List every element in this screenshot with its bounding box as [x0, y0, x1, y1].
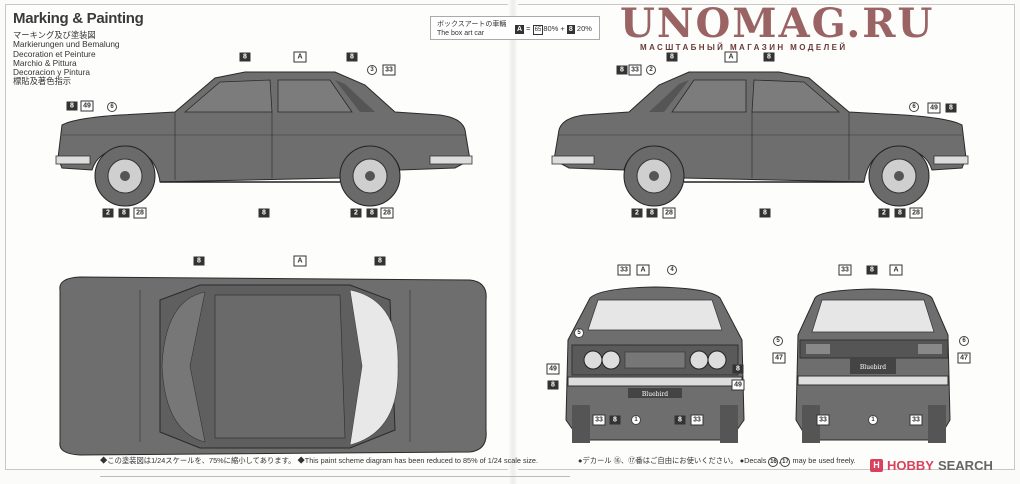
callout-side-left: 8 — [346, 52, 358, 62]
callout-front: 33 — [617, 264, 631, 276]
callout-side-right: 2 — [631, 208, 643, 218]
callout-side-right: A — [724, 51, 738, 63]
decal-note-pre: ●デカール ⑯、⑰番はご自由にお使いください。 ●Decals — [578, 456, 769, 465]
callout-rear: 47 — [772, 352, 786, 364]
callout-side-left: 8 — [118, 208, 130, 218]
callout-rear: 1 — [868, 415, 878, 425]
callout-side-right: 8 — [646, 208, 658, 218]
callout-side-left: 28 — [133, 207, 147, 219]
callout-side-right: 8 — [666, 52, 678, 62]
watermark-subtitle: МАСШТАБНЫЙ МАГАЗИН МОДЕЛЕЙ — [640, 43, 848, 52]
callout-side-left: 33 — [382, 64, 396, 76]
decal-17-marker: 17 — [780, 457, 791, 467]
subtitle-list: マーキング及び塗装図 Markierungen und Bemalung Dec… — [13, 30, 120, 87]
color-65-chip: 65 — [532, 25, 544, 35]
callout-side-right: 49 — [927, 102, 941, 114]
top-view — [59, 276, 487, 456]
callout-rear: 47 — [957, 352, 971, 364]
callout-front: 49 — [546, 363, 560, 375]
callout-front: 49 — [731, 379, 745, 391]
callout-side-left: 3 — [367, 65, 377, 75]
callout-side-right: 28 — [909, 207, 923, 219]
box-art-label-jp: ボックスアートの車輛 — [437, 21, 507, 28]
callout-front: A — [636, 264, 650, 276]
subtitle-es: Decoracion y Pintura — [13, 67, 91, 78]
callout-side-right: 6 — [909, 102, 919, 112]
callout-side-left: 6 — [107, 102, 117, 112]
rear-badge: Bluebird — [860, 364, 886, 371]
callout-side-left: 8 — [366, 208, 378, 218]
side-view-left — [55, 71, 473, 207]
callout-rear: 5 — [773, 336, 783, 346]
callout-rear: A — [889, 264, 903, 276]
divider — [100, 476, 570, 477]
callout-side-right: 2 — [646, 65, 656, 75]
page-title: Marking & Painting — [13, 10, 144, 27]
scale-note: ◆この塗装図は1/24スケールを、75%に縮小してあります。 ◆This pai… — [100, 456, 539, 465]
watermark: UNOMAG.RU — [620, 0, 935, 47]
decal-note-post: may be used freely. — [790, 456, 856, 465]
callout-side-right: 8 — [945, 103, 957, 113]
decal-note: ●デカール ⑯、⑰番はご自由にお使いください。 ●Decals 16,17 ma… — [578, 456, 858, 467]
front-view: Bluebird — [565, 286, 745, 443]
callout-side-left: 8 — [258, 208, 270, 218]
pct-65: 80% + — [543, 24, 565, 33]
callout-front: 4 — [667, 265, 677, 275]
subtitle-it: Marchio & Pittura — [13, 57, 77, 68]
callout-front: 33 — [592, 414, 606, 426]
callout-side-left: 2 — [350, 208, 362, 218]
callout-side-left: 28 — [380, 207, 394, 219]
pct-8: 20% — [576, 24, 592, 33]
hobby-search-logo: H HOBBY SEARCH — [870, 458, 993, 473]
callout-side-left: A — [293, 51, 307, 63]
callout-top: A — [293, 255, 307, 267]
subtitle-de: Markierungen und Bemalung — [13, 39, 120, 50]
callout-side-right: 28 — [662, 207, 676, 219]
callout-side-left: 8 — [239, 52, 251, 62]
callout-side-right: 2 — [878, 208, 890, 218]
hobby-search-icon: H — [870, 459, 883, 472]
callout-front: 8 — [609, 415, 621, 425]
callout-side-left: 2 — [102, 208, 114, 218]
side-view-right — [551, 71, 969, 207]
front-badge: Bluebird — [642, 391, 668, 398]
callout-top: 8 — [374, 256, 386, 266]
callout-side-right: 8 — [616, 65, 628, 75]
subtitle-jp: マーキング及び塗装図 — [13, 30, 96, 40]
rear-view: Bluebird — [795, 288, 951, 443]
brand-search: SEARCH — [937, 458, 993, 473]
callout-top: 8 — [193, 256, 205, 266]
callout-rear: 33 — [838, 264, 852, 276]
decal-16-marker: 16 — [768, 457, 779, 467]
callout-side-left: 49 — [80, 100, 94, 112]
color-a-chip: A — [515, 25, 525, 34]
callout-side-right: 8 — [894, 208, 906, 218]
callout-front: 33 — [690, 414, 704, 426]
callout-side-right: 33 — [628, 64, 642, 76]
subtitle-fr: Decoration et Peinture — [13, 48, 96, 59]
color-8-chip: 8 — [566, 25, 575, 34]
callout-front: 8 — [732, 364, 744, 374]
callout-rear: 33 — [909, 414, 923, 426]
box-art-label-en: The box art car — [437, 30, 485, 37]
equals: = — [526, 24, 531, 33]
callout-rear: 8 — [866, 265, 878, 275]
callout-rear: 6 — [959, 336, 969, 346]
callout-side-right: 8 — [763, 52, 775, 62]
callout-side-right: 8 — [759, 208, 771, 218]
callout-front: 1 — [631, 415, 641, 425]
page-fold — [508, 0, 518, 484]
callout-side-left: 8 — [66, 101, 78, 111]
subtitle-cn: 標貼及著色指示 — [13, 76, 72, 87]
callout-front: 8 — [674, 415, 686, 425]
callout-front: 5 — [574, 328, 584, 338]
decal-sep: , — [778, 456, 781, 465]
callout-rear: 33 — [816, 414, 830, 426]
brand-hobby: HOBBY — [887, 458, 934, 473]
callout-front: 8 — [547, 380, 559, 390]
